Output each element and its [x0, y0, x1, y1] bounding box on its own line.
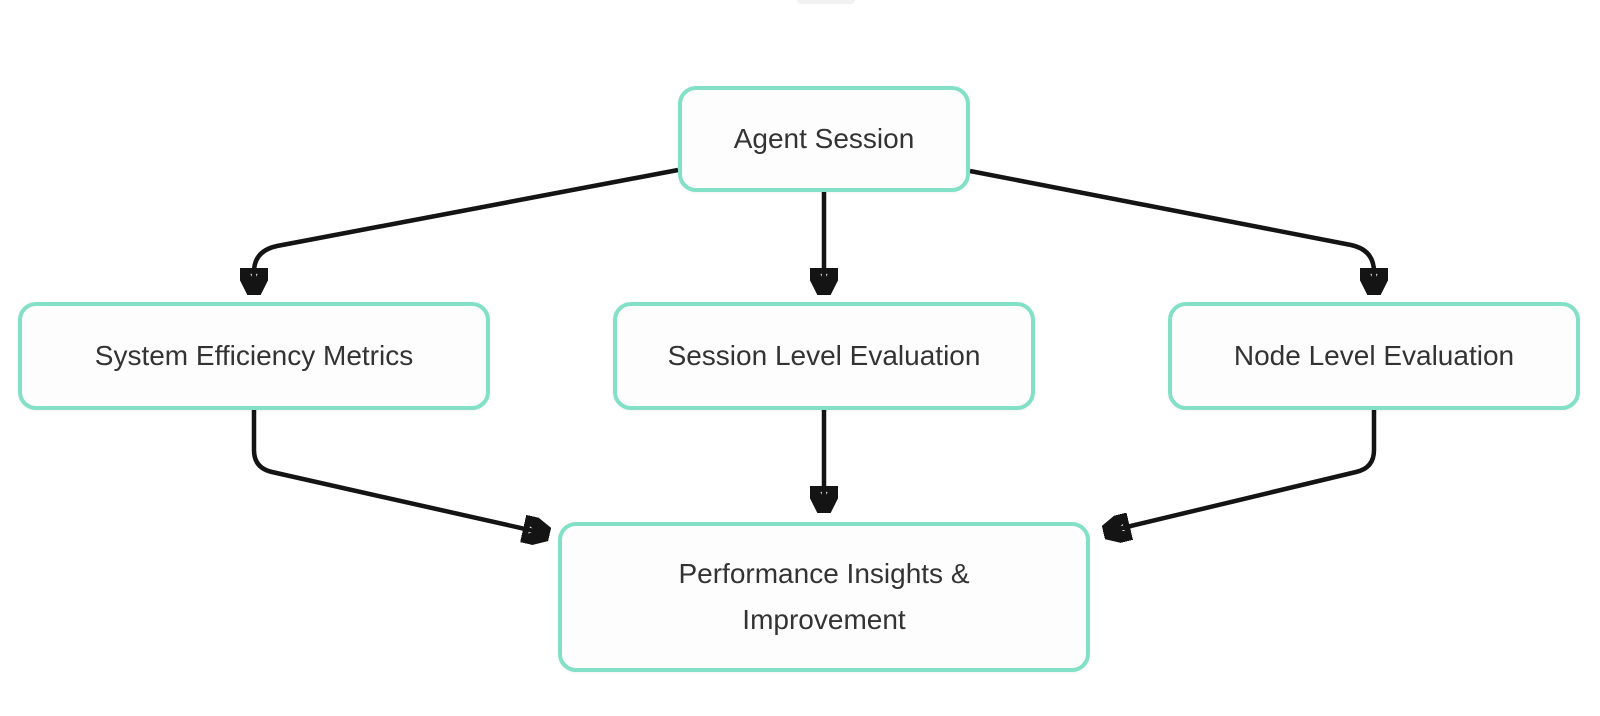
edge-agent-to-system: [254, 167, 679, 288]
node-agent-session[interactable]: Agent Session: [678, 86, 970, 192]
node-performance-insights-improvement-label: Performance Insights & Improvement: [678, 558, 970, 635]
node-agent-session-label: Agent Session: [733, 123, 915, 154]
node-session-level-evaluation[interactable]: Session Level Evaluation: [613, 302, 1035, 410]
node-system-efficiency-metrics-label: System Efficiency Metrics: [94, 340, 414, 371]
edge-agent-to-node: [969, 168, 1374, 288]
clipped-top-artifact: [797, 0, 855, 4]
node-node-level-evaluation-label: Node Level Evaluation: [1233, 340, 1515, 371]
node-session-level-evaluation-label: Session Level Evaluation: [667, 340, 981, 371]
node-system-efficiency-metrics[interactable]: System Efficiency Metrics: [18, 302, 490, 410]
edge-system-to-performance: [251, 410, 543, 533]
edge-node-to-performance: [1110, 410, 1377, 531]
node-node-level-evaluation[interactable]: Node Level Evaluation: [1168, 302, 1580, 410]
node-performance-insights-improvement[interactable]: Performance Insights & Improvement: [558, 522, 1090, 672]
